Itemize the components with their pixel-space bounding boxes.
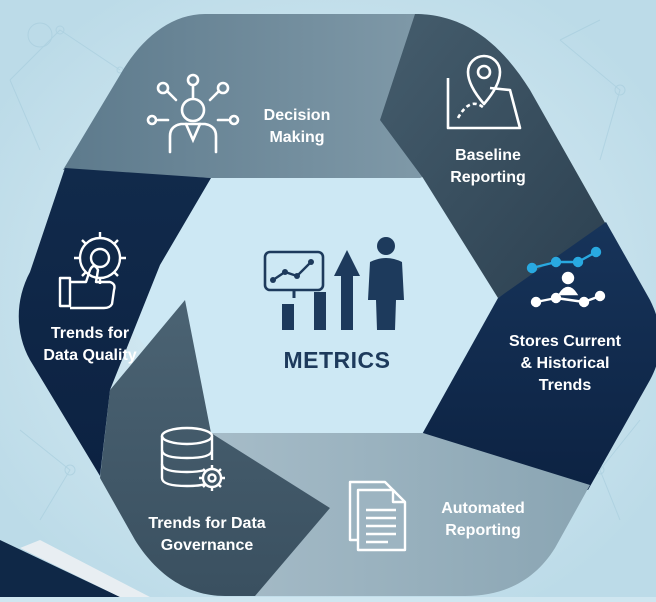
segment-data-governance xyxy=(100,300,330,596)
label-line: Trends for Data xyxy=(148,515,266,532)
segment-label-decision-making: Decision Making xyxy=(252,105,342,149)
person-ideas-icon xyxy=(146,73,240,154)
segment-label-data-quality: Trends for Data Quality xyxy=(30,323,150,367)
center-title: METRICS xyxy=(283,347,391,373)
network-user-icon xyxy=(526,246,606,308)
label-line: Making xyxy=(269,129,325,146)
thumbs-up-gear-icon xyxy=(58,232,126,310)
label-line: Data Quality xyxy=(43,347,137,364)
label-line: & Historical xyxy=(520,355,610,372)
label-line: Baseline xyxy=(455,147,521,164)
label-line: Reporting xyxy=(450,169,526,186)
label-line: Stores Current xyxy=(508,333,622,350)
label-line: Decision xyxy=(263,107,331,124)
bottom-left-corner-accent xyxy=(20,540,150,597)
label-line: Automated xyxy=(441,500,525,517)
documents-icon xyxy=(348,480,407,552)
segment-label-automated-reporting: Automated Reporting xyxy=(428,498,538,542)
segment-data-quality xyxy=(18,168,211,476)
segment-label-stores-trends: Stores Current & Historical Trends xyxy=(498,331,632,397)
businessman-icon xyxy=(368,237,404,330)
bottom-left-corner-decor xyxy=(0,540,120,597)
segment-stores-trends xyxy=(420,222,656,490)
segment-label-baseline-reporting: Baseline Reporting xyxy=(438,145,538,189)
map-pin-icon xyxy=(446,54,522,130)
metrics-chart-icon xyxy=(263,250,360,330)
label-line: Trends xyxy=(538,377,592,394)
segment-label-data-governance: Trends for Data Governance xyxy=(132,513,282,557)
label-line: Reporting xyxy=(445,522,521,539)
database-gear-icon xyxy=(160,426,225,491)
segment-baseline-reporting xyxy=(380,14,608,298)
label-line: Governance xyxy=(160,537,254,554)
background-network-pattern xyxy=(9,19,641,521)
label-line: Trends for xyxy=(50,325,130,342)
